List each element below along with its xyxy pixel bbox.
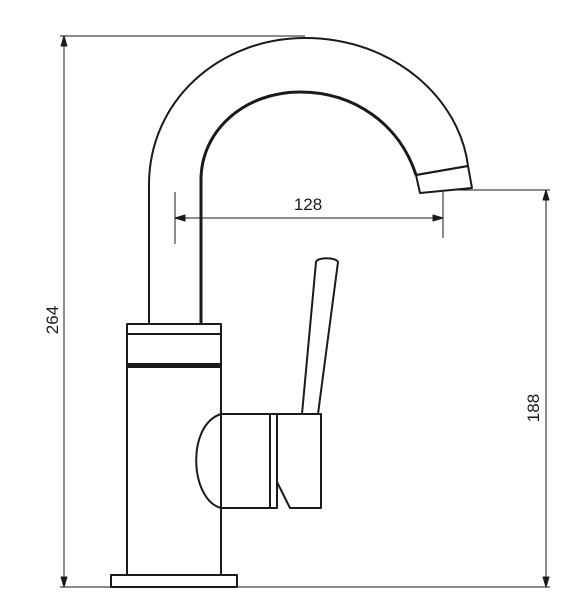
base-plate	[110, 574, 238, 588]
arrow-right	[432, 214, 444, 222]
spout-outer	[148, 37, 469, 324]
arrow-down-spout	[542, 576, 550, 588]
dimension-spout-reach	[174, 192, 444, 244]
mixer-handle	[195, 257, 339, 509]
column-band	[127, 363, 221, 368]
arrow-left	[174, 214, 186, 222]
handle-collar	[269, 413, 278, 509]
spout-inner	[199, 90, 418, 324]
arrow-up	[60, 35, 68, 47]
label-overall-height: 264	[43, 306, 62, 334]
arrow-up-spout	[542, 189, 550, 201]
cartridge-dome	[195, 413, 271, 509]
dimension-spout-height	[237, 189, 550, 588]
label-spout-height: 188	[524, 394, 543, 422]
aerator-line	[415, 165, 469, 176]
faucet-body	[110, 323, 238, 588]
label-spout-reach: 128	[294, 195, 322, 214]
main-column	[126, 323, 222, 576]
spout	[148, 37, 473, 324]
lever-base	[276, 413, 322, 509]
arrow-down	[60, 576, 68, 588]
dimension-overall-height	[60, 35, 305, 588]
lever-stem	[301, 257, 339, 415]
